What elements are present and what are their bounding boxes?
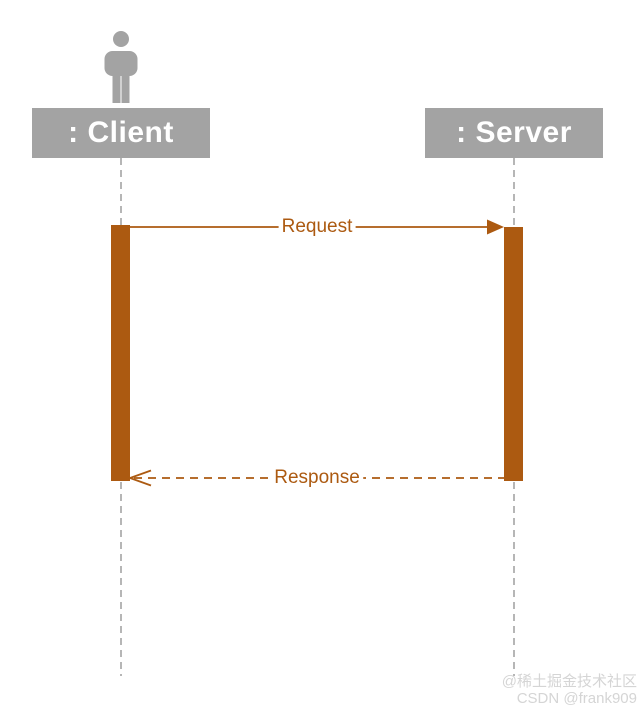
response-message-label: Response <box>271 467 363 489</box>
response-arrowhead-icon <box>127 469 152 487</box>
request-message-label: Request <box>278 216 356 238</box>
watermark-line-1: @稀土掘金技术社区 <box>501 673 637 690</box>
server-activation-bar <box>504 227 523 481</box>
client-activation-bar <box>111 225 130 481</box>
participant-client-box: : Client <box>32 108 210 158</box>
actor-icon <box>104 31 138 103</box>
participant-client-label: : Client <box>68 116 174 149</box>
watermark: @稀土掘金技术社区 CSDN @frank909 <box>502 673 637 707</box>
participant-server-label: : Server <box>456 116 572 149</box>
request-arrowhead-icon <box>487 219 504 235</box>
watermark-line-2: CSDN @frank909 <box>516 690 637 707</box>
participant-server-box: : Server <box>425 108 603 158</box>
